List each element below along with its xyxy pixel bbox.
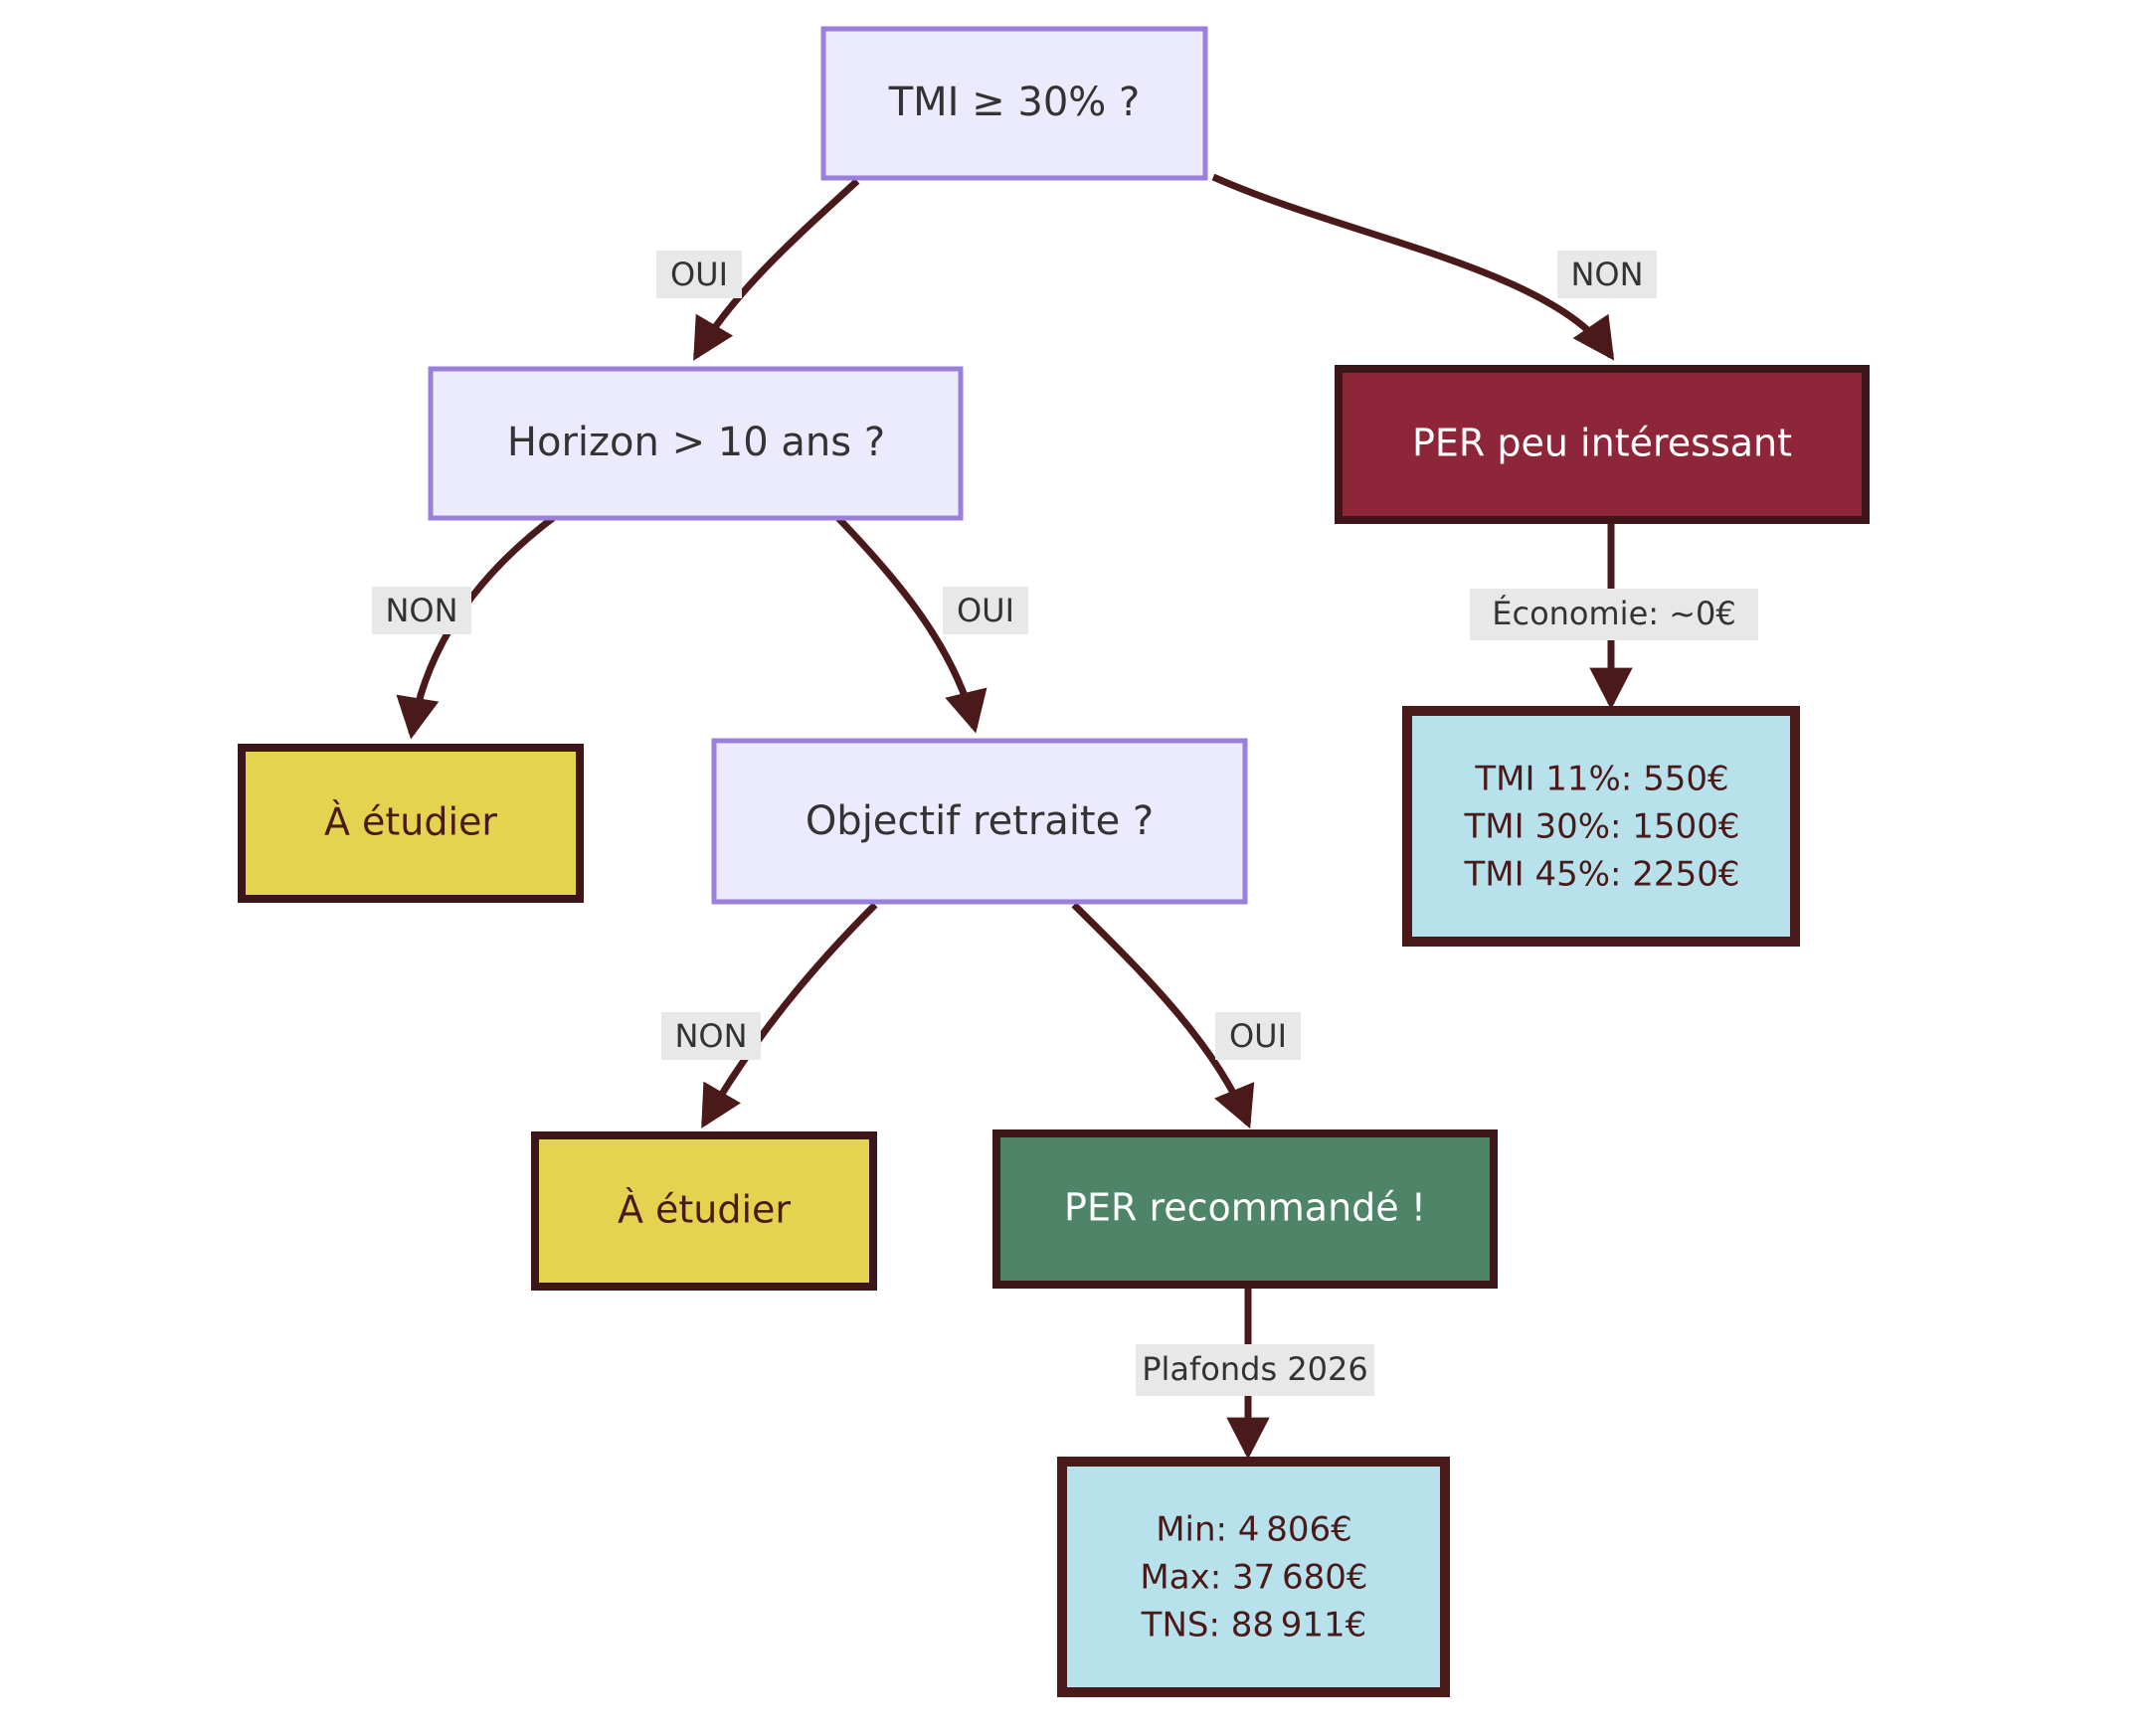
edge-tmi-non (1211, 173, 1615, 361)
edge-label-text: NON (674, 1017, 747, 1055)
info-line-3: TNS: 88 911€ (1141, 1606, 1367, 1646)
node-label: PER peu intéressant (1412, 422, 1792, 465)
node-label: Horizon > 10 ans ? (507, 420, 885, 465)
edge-tmi-oui (692, 178, 860, 361)
edge-label-tmi-oui: OUI (656, 251, 742, 298)
node-plafonds-info-box: Min: 4 806€ Max: 37 680€ TNS: 88 911€ (1057, 1457, 1450, 1697)
edge-label-text: NON (385, 592, 457, 629)
edge-objectif-non (700, 902, 878, 1128)
info-line-1: TMI 11%: 550€ (1474, 760, 1728, 799)
node-horizon-decision[interactable]: Horizon > 10 ans ? (428, 366, 964, 521)
node-objectif-retraite-decision[interactable]: Objectif retraite ? (711, 738, 1248, 905)
edge-label-objectif-non: NON (661, 1012, 761, 1060)
edge-label-text: NON (1570, 256, 1643, 293)
node-label: TMI ≥ 30% ? (888, 80, 1141, 125)
node-tmi-decision[interactable]: TMI ≥ 30% ? (820, 26, 1208, 181)
edge-label-group: OUI NON NON OUI NON OUI (372, 251, 1758, 1396)
node-a-etudier-1[interactable]: À étudier (238, 744, 584, 903)
edge-label-tmi-non: NON (1557, 251, 1657, 298)
edge-horizon-oui (832, 512, 988, 734)
node-label: À étudier (324, 800, 497, 844)
node-per-recommande[interactable]: PER recommandé ! (992, 1129, 1498, 1289)
node-label: Objectif retraite ? (806, 798, 1154, 844)
info-line-3: TMI 45%: 2250€ (1464, 855, 1740, 895)
node-label: PER recommandé ! (1064, 1186, 1426, 1230)
node-label: À étudier (618, 1188, 791, 1232)
edge-label-text: OUI (957, 592, 1014, 629)
info-line-2: Max: 37 680€ (1140, 1558, 1367, 1598)
edge-label-text: OUI (670, 256, 728, 293)
edge-label-text: Plafonds 2026 (1142, 1350, 1368, 1388)
edge-label-economie: Économie: ~0€ (1470, 589, 1758, 640)
edge-objectif-oui (1071, 902, 1255, 1129)
node-economie-info-box: TMI 11%: 550€ TMI 30%: 1500€ TMI 45%: 22… (1402, 706, 1800, 947)
info-line-1: Min: 4 806€ (1156, 1510, 1352, 1550)
edge-label-objectif-oui: OUI (1215, 1012, 1301, 1060)
edge-label-plafonds: Plafonds 2026 (1136, 1344, 1374, 1396)
info-line-2: TMI 30%: 1500€ (1464, 807, 1740, 847)
edge-label-text: Économie: ~0€ (1492, 595, 1735, 632)
edge-label-horizon-oui: OUI (943, 587, 1028, 634)
node-a-etudier-2[interactable]: À étudier (531, 1131, 877, 1291)
node-per-peu-interessant[interactable]: PER peu intéressant (1335, 365, 1870, 524)
edge-label-text: OUI (1229, 1017, 1287, 1055)
edge-label-horizon-non: NON (372, 587, 471, 634)
